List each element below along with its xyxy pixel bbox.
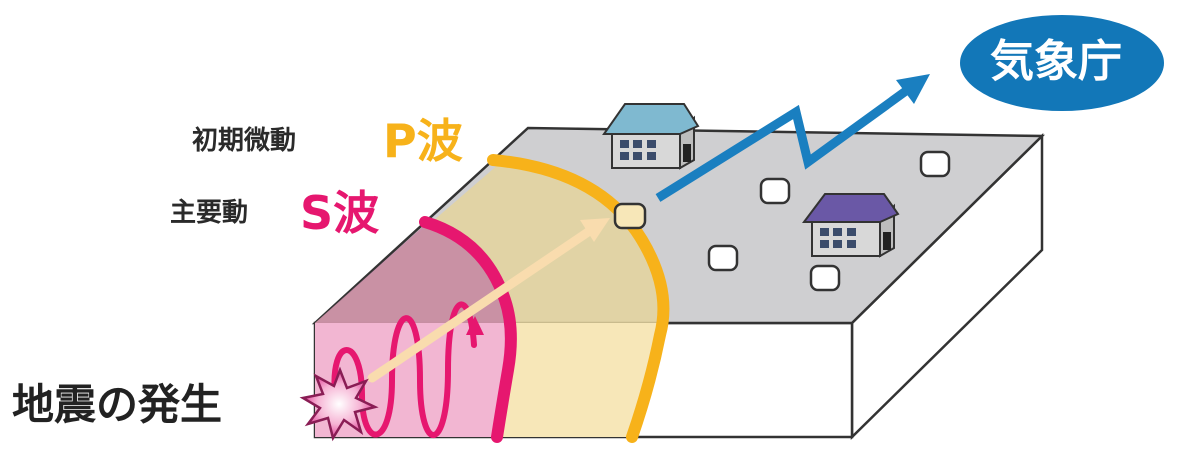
- seismometer-icon: [707, 244, 739, 272]
- s-wave-zone-top: [315, 222, 510, 323]
- seismometer-icon: [809, 264, 841, 292]
- s-wave-front: [419, 216, 517, 443]
- earthquake-origin-label: 地震の発生: [12, 380, 223, 429]
- s-wave-label: S波: [300, 186, 380, 240]
- p-wave-label: P波: [383, 114, 463, 168]
- agency-label: 気象庁: [990, 36, 1122, 87]
- p-wave-description: 初期微動: [192, 126, 297, 156]
- p-wave-arrowhead: [580, 218, 610, 242]
- seismometer-icon: [759, 177, 791, 205]
- house-icon: [602, 103, 700, 170]
- s-wave-oscillation: [331, 301, 477, 438]
- agency-ellipse: [960, 15, 1164, 111]
- seismometer-icon: [613, 202, 647, 230]
- p-wave-front: [487, 154, 670, 443]
- p-wave-arrow-shaft: [367, 223, 599, 383]
- house-icon: [802, 193, 900, 258]
- seismometer-icon: [919, 150, 951, 178]
- signal-arrow: [655, 84, 913, 202]
- explosion-icon: [299, 366, 379, 442]
- seismometers: [613, 150, 951, 292]
- s-wave-description: 主要動: [170, 198, 249, 228]
- signal-arrowhead: [896, 74, 930, 104]
- oscillation-arrowhead: [466, 316, 484, 335]
